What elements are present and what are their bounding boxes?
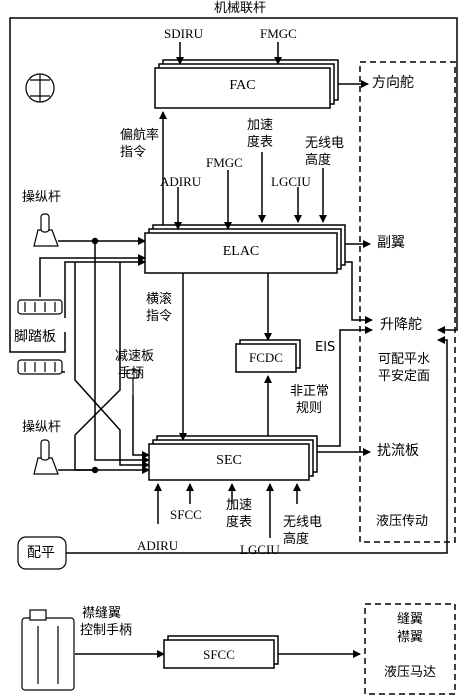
- sdiru-label: SDIRU: [164, 26, 204, 41]
- trim-wheel-icon: [17, 536, 67, 570]
- fmgc-mid-label: FMGC: [206, 155, 243, 170]
- accel-bottom-label-2: 度表: [226, 515, 253, 530]
- speedbrake-handle-icon: [126, 369, 140, 395]
- sec-box: [148, 443, 310, 481]
- ths-label-2: 平安定面: [378, 369, 431, 384]
- fac-box: [154, 67, 331, 109]
- hydraulic-label: 液压传动: [376, 514, 429, 529]
- accel-bottom-label-1: 加速: [226, 498, 253, 513]
- elevator-label: 升降舵: [380, 317, 422, 333]
- abnormal-law-label-2: 规则: [296, 401, 323, 416]
- flap-lever-label-2: 控制手柄: [80, 623, 133, 638]
- adiru-mid-label: ADIRU: [160, 174, 202, 189]
- lgciu-bottom-label: LGCIU: [240, 542, 280, 557]
- rudder-label: 方向舵: [372, 75, 414, 91]
- aileron-label: 副翼: [377, 235, 405, 251]
- fcdc-label: FCDC: [249, 350, 283, 365]
- hyd-motor-label: 液压马达: [383, 665, 436, 680]
- adiru-bottom-label: ADIRU: [137, 538, 179, 553]
- radio-alt-top-label-2: 高度: [305, 153, 332, 168]
- pedals-label: 脚踏板: [14, 329, 56, 345]
- sidestick-bottom-icon: [33, 439, 59, 475]
- eis-label: EIS: [315, 340, 336, 355]
- flap-lever-icon: [21, 609, 75, 691]
- sidestick-bottom-label: 操纵杆: [22, 420, 62, 435]
- ths-label-1: 可配平水: [378, 352, 431, 367]
- slats-label: 缝翼: [396, 612, 423, 627]
- elac-box: [144, 232, 338, 274]
- roll-cmd-label-1: 横滚: [146, 292, 173, 307]
- radio-alt-top-label-1: 无线电: [305, 136, 345, 151]
- pedals-icon: [17, 299, 63, 375]
- sidestick-top-icon: [33, 213, 59, 247]
- spoilers-label: 扰流板: [377, 443, 419, 459]
- elac-label: ELAC: [222, 244, 260, 259]
- sidestick-top-label: 操纵杆: [22, 190, 62, 205]
- pedal-top-icon: [25, 73, 55, 103]
- lgciu-mid-label: LGCIU: [271, 174, 311, 189]
- hydraulic-dashed-box: [359, 61, 456, 543]
- sfcc-in-label: SFCC: [170, 507, 202, 522]
- roll-cmd-label-2: 指令: [146, 309, 173, 324]
- flap-lever-label-1: 襟缝翼: [82, 606, 122, 621]
- abnormal-law-label-1: 非正常: [290, 384, 330, 399]
- mechanical-linkage-line: [9, 17, 458, 331]
- fmgc-top-label: FMGC: [260, 26, 297, 41]
- fac-label: FAC: [229, 78, 256, 93]
- radio-alt-bottom-label-1: 无线电: [283, 515, 323, 530]
- mechanical-linkage-title: 机械联杆: [213, 1, 266, 16]
- speedbrake-label-2: 手柄: [118, 366, 145, 381]
- flap-dashed-box: [364, 603, 456, 695]
- radio-alt-bottom-label-2: 高度: [283, 532, 310, 547]
- sec-label: SEC: [216, 453, 242, 468]
- speedbrake-label-1: 减速板: [115, 349, 155, 364]
- accel-top-label-1: 加速: [247, 118, 274, 133]
- fcdc-box: [235, 343, 297, 373]
- yaw-rate-label-2: 指令: [120, 145, 147, 160]
- flaps-label: 襟翼: [396, 630, 423, 645]
- trim-label: 配平: [27, 545, 55, 561]
- sfcc-label: SFCC: [203, 647, 235, 662]
- accel-top-label-2: 度表: [247, 135, 274, 150]
- sfcc-box: [163, 639, 275, 669]
- yaw-rate-label-1: 偏航率: [120, 128, 160, 143]
